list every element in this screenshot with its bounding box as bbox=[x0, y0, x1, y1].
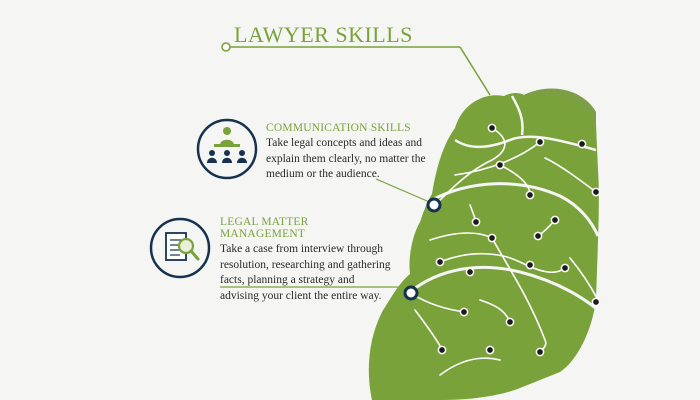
legal-matter-management-text: Take a case from interview through resol… bbox=[220, 243, 391, 302]
brain-circuit-icon bbox=[368, 88, 601, 400]
audience-presentation-icon bbox=[196, 118, 258, 180]
communication-skills-text: Take legal concepts and ideas and explai… bbox=[266, 137, 426, 180]
title-connector bbox=[459, 46, 491, 96]
communication-skills-heading: COMMUNICATION SKILLS bbox=[266, 122, 411, 134]
communication-connector bbox=[375, 178, 435, 205]
page-title: LAWYER SKILLS bbox=[234, 22, 413, 47]
communication-skills-block: COMMUNICATION SKILLS Take legal concepts… bbox=[266, 122, 441, 183]
title-leader-dot bbox=[221, 42, 231, 52]
management-anchor-dot bbox=[403, 285, 419, 301]
communication-anchor-dot bbox=[426, 197, 442, 213]
document-magnifier-icon bbox=[149, 217, 211, 279]
legal-matter-management-heading: LEGAL MATTER MANAGEMENT bbox=[220, 216, 309, 240]
legal-matter-management-block: LEGAL MATTER MANAGEMENT Take a case from… bbox=[220, 216, 395, 304]
